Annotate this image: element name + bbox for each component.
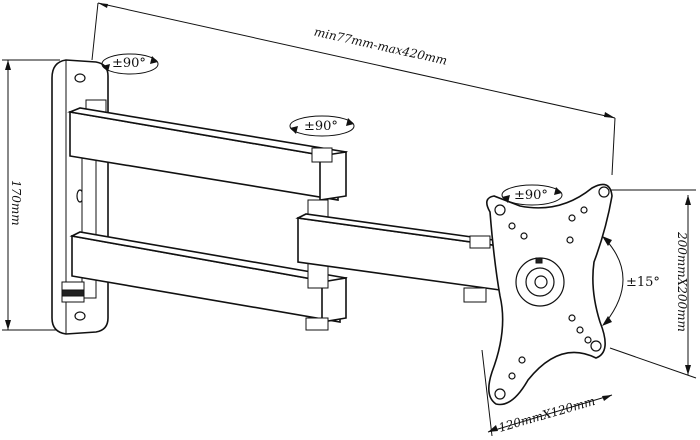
rotation-tilt-label: ±15°: [626, 275, 660, 290]
wall-screw-hole-bottom: [74, 311, 86, 321]
vesa-vertical-dimension: 200mmX200mm: [609, 189, 697, 379]
vesa-plate: [486, 183, 613, 406]
rotation-head: ±90°: [501, 184, 563, 206]
rotation-tilt: ±15°: [602, 236, 660, 326]
rotation-head-label: ±90°: [514, 188, 548, 203]
rotation-middle-label: ±90°: [304, 119, 338, 134]
height-dimension: 170mm: [2, 59, 60, 331]
arm-length-label: min77mm-max420mm: [313, 25, 449, 68]
rotation-wall: ±90°: [101, 53, 159, 75]
rotation-middle: ±90°: [289, 115, 355, 137]
vesa-holes: [494, 186, 610, 400]
height-label: 170mm: [9, 180, 23, 226]
upper-arm: [67, 107, 348, 201]
rotation-wall-label: ±90°: [112, 56, 146, 71]
vesa-vertical-label: 200mmX200mm: [675, 231, 689, 332]
lower-arm: [69, 231, 348, 323]
wall-screw-hole-top: [74, 73, 86, 83]
